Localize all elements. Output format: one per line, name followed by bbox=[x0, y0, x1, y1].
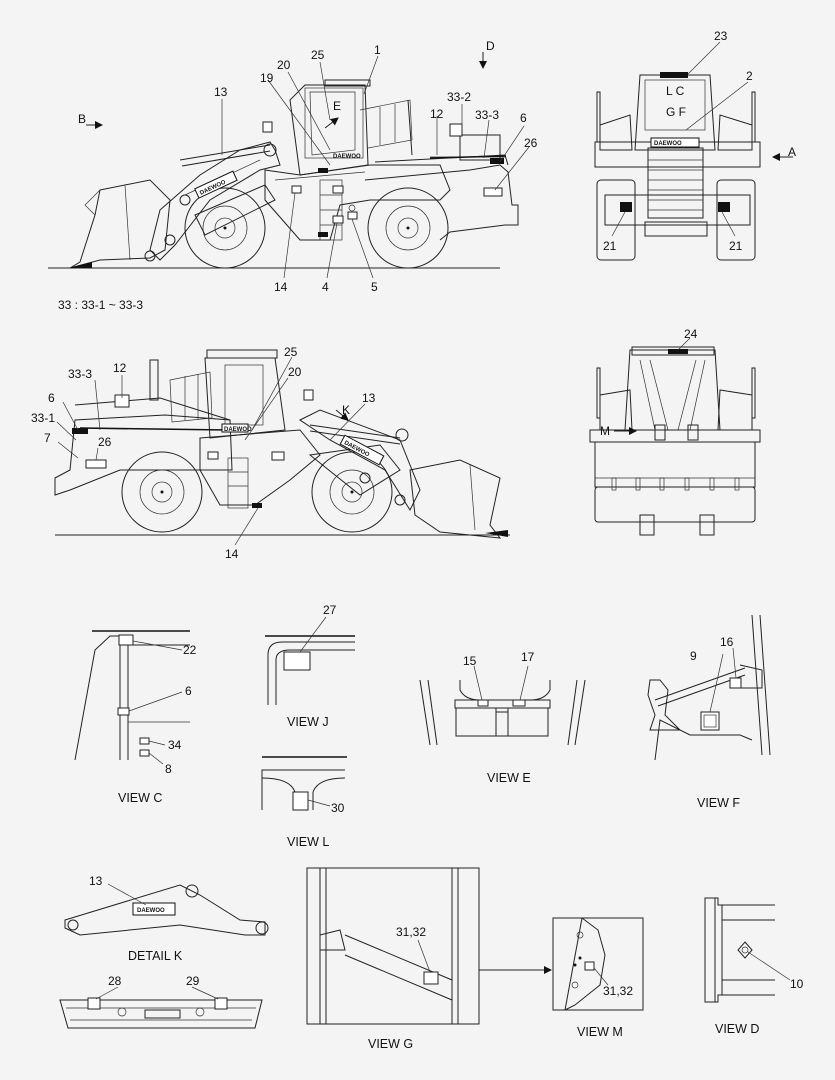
window-letter-e: E bbox=[333, 99, 341, 113]
callout-13-right: 13 bbox=[362, 391, 376, 405]
callout-15: 15 bbox=[463, 654, 477, 668]
loader-side-view-right: DAEWOO DAEWOO bbox=[31, 345, 510, 561]
cab-brand-text: DAEWOO bbox=[333, 154, 361, 160]
view-g: 31,32 VIEW G bbox=[306, 867, 480, 1051]
view-l: 30 VIEW L bbox=[261, 756, 347, 849]
detail-k-caption: DETAIL K bbox=[128, 949, 183, 963]
callout-27: 27 bbox=[323, 603, 337, 617]
callout-2: 2 bbox=[746, 69, 753, 83]
window-letters-gf: G F bbox=[666, 105, 686, 119]
callout-22: 22 bbox=[183, 643, 197, 657]
callout-12: 12 bbox=[430, 107, 444, 121]
callout-21-right: 21 bbox=[729, 239, 743, 253]
part-33-note: 33 : 33-1 ~ 33-3 bbox=[58, 298, 143, 312]
callout-28: 28 bbox=[108, 974, 122, 988]
callout-17: 17 bbox=[521, 650, 535, 664]
loader-rear-view: 24 M bbox=[589, 327, 761, 536]
loader-front-view: DAEWOO 23 2 21 21 A L C G F bbox=[594, 29, 796, 261]
view-g-caption: VIEW G bbox=[368, 1037, 413, 1051]
view-j: 27 VIEW J bbox=[265, 603, 355, 729]
view-e-caption: VIEW E bbox=[487, 771, 531, 785]
callout-20-right: 20 bbox=[288, 365, 302, 379]
callout-16: 16 bbox=[720, 635, 734, 649]
callout-10: 10 bbox=[790, 977, 804, 991]
callout-23: 23 bbox=[714, 29, 728, 43]
callout-20: 20 bbox=[277, 58, 291, 72]
view-f-caption: VIEW F bbox=[697, 796, 740, 810]
view-e: 15 17 VIEW E bbox=[419, 650, 586, 785]
view-c: 22 6 34 8 VIEW C bbox=[74, 630, 197, 805]
cab-right-brand-text: DAEWOO bbox=[224, 427, 252, 433]
callout-9: 9 bbox=[690, 649, 697, 663]
callout-6: 6 bbox=[520, 111, 527, 125]
callout-19: 19 bbox=[260, 71, 274, 85]
arrow-b-label: B bbox=[78, 112, 86, 126]
callout-21-left: 21 bbox=[603, 239, 617, 253]
callout-26: 26 bbox=[524, 136, 538, 150]
callout-25: 25 bbox=[311, 48, 325, 62]
callout-31-32-view-g: 31,32 bbox=[396, 925, 426, 939]
callout-12-right: 12 bbox=[113, 361, 127, 375]
callout-8: 8 bbox=[165, 762, 172, 776]
callout-6-right: 6 bbox=[48, 391, 55, 405]
callout-33-2: 33-2 bbox=[447, 90, 471, 104]
view-l-caption: VIEW L bbox=[287, 835, 329, 849]
callout-33-3: 33-3 bbox=[475, 108, 499, 122]
callout-14: 14 bbox=[274, 280, 288, 294]
bottom-strip-view: 28 29 bbox=[59, 974, 263, 1029]
arrow-m-label: M bbox=[600, 424, 610, 438]
callout-33-3-right: 33-3 bbox=[68, 367, 92, 381]
arrow-a-label: A bbox=[788, 145, 796, 159]
callout-33-1: 33-1 bbox=[31, 411, 55, 425]
callout-6-view-c: 6 bbox=[185, 684, 192, 698]
callout-14-right: 14 bbox=[225, 547, 239, 561]
view-f: 9 16 VIEW F bbox=[647, 614, 771, 810]
view-j-caption: VIEW J bbox=[287, 715, 329, 729]
view-m: 31,32 VIEW M bbox=[552, 917, 644, 1039]
callout-24: 24 bbox=[684, 327, 698, 341]
view-c-caption: VIEW C bbox=[118, 791, 162, 805]
callout-13-detail-k: 13 bbox=[89, 874, 103, 888]
callout-26-right: 26 bbox=[98, 435, 112, 449]
view-m-caption: VIEW M bbox=[577, 1025, 623, 1039]
front-brand-text: DAEWOO bbox=[654, 141, 682, 147]
callout-30: 30 bbox=[331, 801, 345, 815]
callout-4: 4 bbox=[322, 280, 329, 294]
loader-side-view-left: DAEWOO DAEWOO E 1 25 20 19 bbox=[48, 39, 538, 312]
callout-13: 13 bbox=[214, 85, 228, 99]
callout-5: 5 bbox=[371, 280, 378, 294]
callout-1: 1 bbox=[374, 43, 381, 57]
callout-31-32-view-m: 31,32 bbox=[603, 984, 633, 998]
callout-7: 7 bbox=[44, 431, 51, 445]
callout-34: 34 bbox=[168, 738, 182, 752]
view-d-caption: VIEW D bbox=[715, 1022, 759, 1036]
detail-k: DAEWOO 13 DETAIL K bbox=[64, 874, 269, 963]
detail-k-brand-text: DAEWOO bbox=[137, 908, 165, 914]
window-letters-lc: L C bbox=[666, 84, 685, 98]
arrow-d-label: D bbox=[486, 39, 495, 53]
view-d: 10 VIEW D bbox=[704, 897, 804, 1036]
callout-29: 29 bbox=[186, 974, 200, 988]
arrow-k-label: K bbox=[342, 403, 350, 417]
callout-25-right: 25 bbox=[284, 345, 298, 359]
